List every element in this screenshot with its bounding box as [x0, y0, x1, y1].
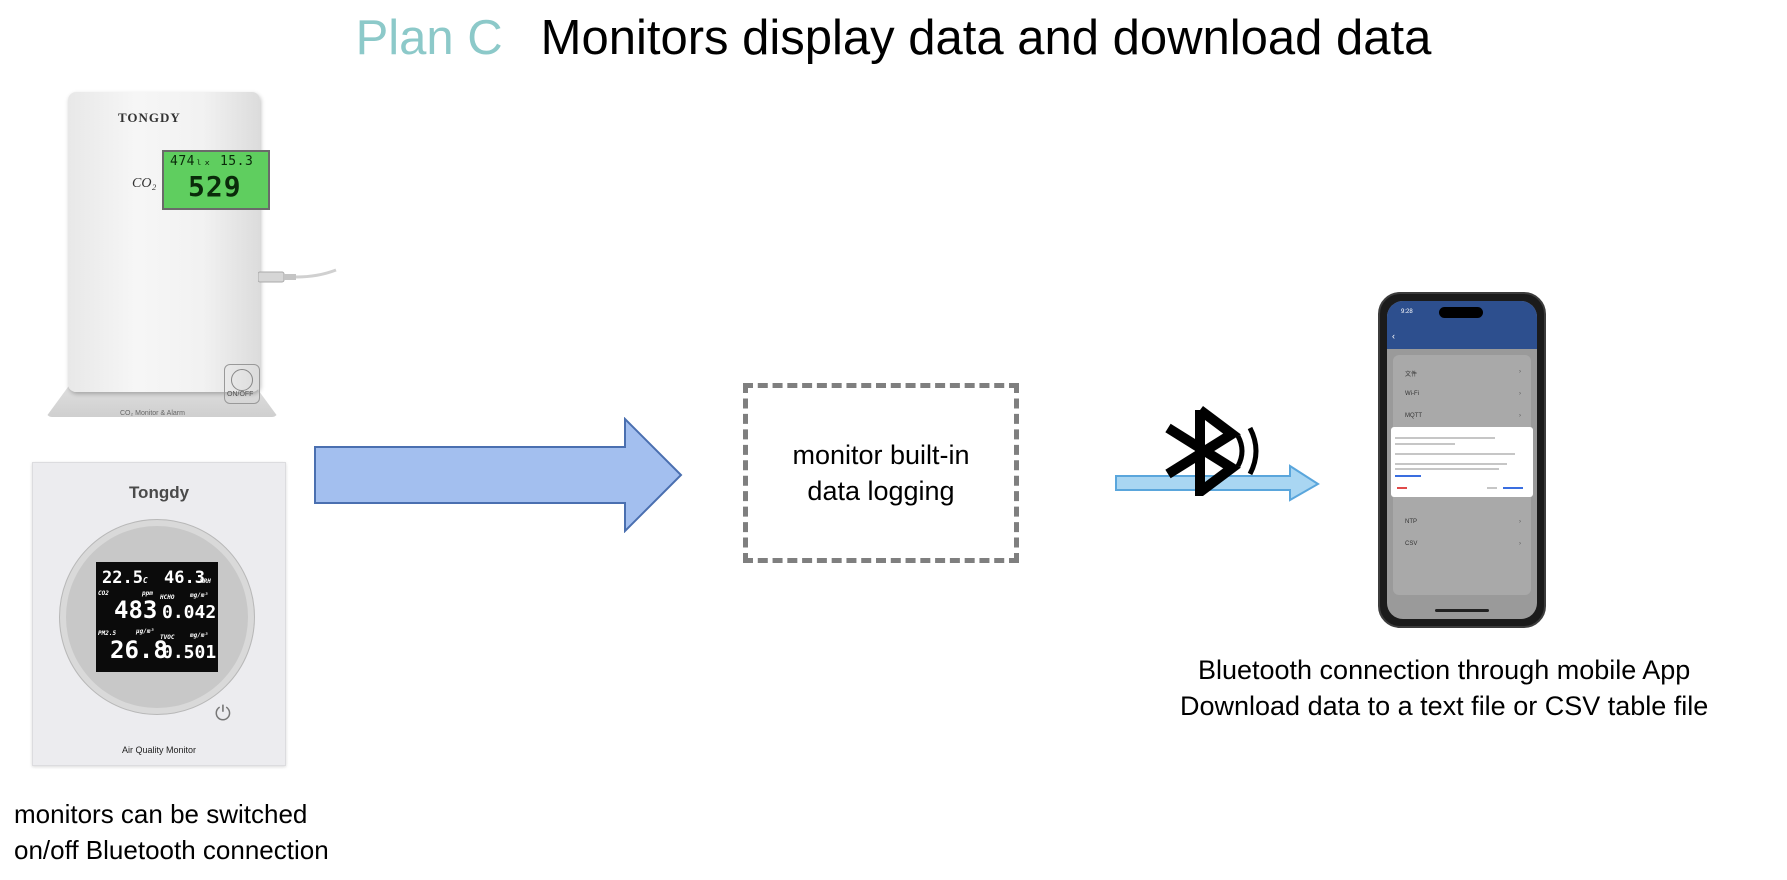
aqm-hcho-unit: mg/m³: [190, 592, 209, 599]
phone-home-indicator: [1435, 609, 1489, 612]
right-caption-line2: Download data to a text file or CSV tabl…: [1180, 691, 1709, 721]
right-caption: Bluetooth connection through mobile App …: [1180, 652, 1708, 724]
aqm-hcho-tag: HCHO: [160, 594, 175, 601]
aqm-co2-tag: CO2: [98, 590, 109, 597]
plan-label: Plan C: [355, 11, 503, 65]
air-quality-monitor-device: Tongdy 22.5 °C 46.3 %RH CO2 ppm 483 HCHO…: [32, 462, 286, 766]
co2-monitor-footer: CO₂ Monitor & Alarm: [120, 410, 185, 417]
chevron-right-icon: ›: [1519, 413, 1521, 419]
phone-app-header: 9:28 ‹: [1387, 301, 1537, 349]
logging-line1: monitor built-in: [792, 440, 970, 470]
aqm-tvoc: 0.501: [162, 642, 217, 663]
chevron-right-icon: ›: [1519, 541, 1521, 547]
aqm-display-ring: 22.5 °C 46.3 %RH CO2 ppm 483 HCHO mg/m³ …: [59, 519, 255, 715]
phone-row-1: 文件›: [1405, 369, 1521, 378]
phone-notch: [1439, 307, 1483, 318]
power-icon: ⏻: [215, 703, 231, 725]
phone-time: 9:28: [1401, 309, 1413, 315]
aqm-pm25-unit: μg/m³: [136, 628, 155, 635]
phone-screen: 9:28 ‹ 文件› Wi-Fi› MQTT› NTP› CSV›: [1387, 301, 1537, 619]
logging-line2: data logging: [807, 476, 955, 506]
aqm-brand: Tongdy: [128, 483, 190, 502]
aqm-temp: 22.5: [102, 568, 143, 588]
right-caption-line1: Bluetooth connection through mobile App: [1197, 655, 1691, 685]
bluetooth-switch-icon: [231, 369, 253, 391]
aqm-tvoc-unit: mg/m³: [190, 632, 209, 639]
data-logging-label: monitor built-in data logging: [792, 437, 969, 509]
aqm-co2-unit: ppm: [142, 590, 153, 597]
page-title: Plan C Monitors display data and download…: [0, 10, 1787, 66]
phone-row-4: NTP›: [1405, 519, 1521, 525]
aqm-hcho: 0.042: [162, 602, 217, 623]
left-caption-line2: on/off Bluetooth connection: [14, 835, 329, 865]
aqm-humidity: 46.3: [164, 568, 205, 588]
back-icon: ‹: [1392, 331, 1395, 341]
co2-monitor-device: TONGDY CO₂ 474ₗₓ 15.3 529 ON/OFF CO₂ Mon…: [46, 92, 337, 432]
phone-row-5: CSV›: [1405, 541, 1521, 547]
phone-row-3: MQTT›: [1405, 413, 1521, 419]
left-caption: monitors can be switched on/off Bluetoot…: [14, 796, 329, 868]
co2-monitor-lcd: 474ₗₓ 15.3 529: [162, 150, 270, 210]
aqm-label: Air Quality Monitor: [121, 745, 197, 755]
usb-cable-icon: [258, 268, 337, 283]
co2-monitor-brand: TONGDY: [118, 110, 181, 125]
chevron-right-icon: ›: [1519, 519, 1521, 525]
aqm-co2: 483: [114, 596, 158, 624]
chevron-right-icon: ›: [1519, 369, 1521, 375]
phone-row-2: Wi-Fi›: [1405, 391, 1521, 397]
data-logging-box: monitor built-in data logging: [743, 383, 1019, 563]
mobile-phone: 9:28 ‹ 文件› Wi-Fi› MQTT› NTP› CSV›: [1378, 292, 1546, 628]
chevron-right-icon: ›: [1519, 391, 1521, 397]
title-text: Monitors display data and download data: [540, 11, 1432, 65]
aqm-pm25: 26.8: [110, 636, 168, 664]
co2-button-text: ON/OFF: [227, 391, 254, 398]
bluetooth-icon: [1165, 406, 1259, 496]
aqm-pm25-tag: PM2.5: [98, 630, 117, 637]
phone-download-dialog: [1391, 427, 1533, 497]
co2-monitor-body: TONGDY CO₂ 474ₗₓ 15.3 529 ON/OFF CO₂ Mon…: [68, 92, 270, 417]
aqm-tvoc-tag: TVOC: [160, 634, 175, 641]
aqm-screen: 22.5 °C 46.3 %RH CO2 ppm 483 HCHO mg/m³ …: [96, 562, 218, 672]
co2-lcd-line2: 529: [188, 170, 242, 203]
arrow-right-icon: [314, 417, 683, 533]
co2-lcd-line1: 474ₗₓ 15.3: [170, 154, 254, 169]
left-caption-line1: monitors can be switched: [14, 799, 308, 829]
co2-onoff-button: ON/OFF: [224, 364, 260, 404]
aqm-temp-unit: °C: [138, 576, 148, 585]
aqm-humidity-unit: %RH: [200, 578, 211, 585]
co2-monitor-label: CO₂: [132, 176, 157, 191]
